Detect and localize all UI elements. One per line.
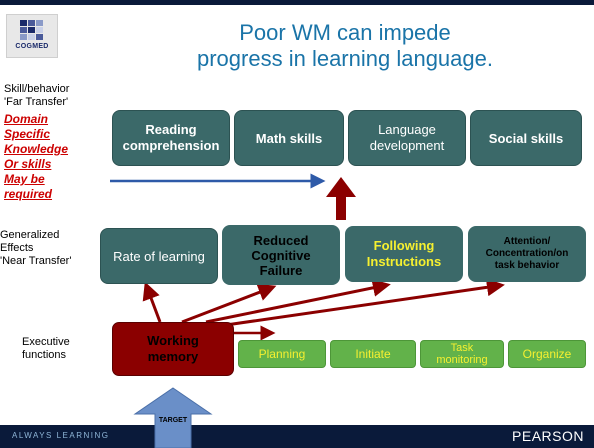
top-band xyxy=(0,0,594,5)
reduced-line-1: Reduced xyxy=(253,232,309,248)
arrow-wm-to-following xyxy=(205,278,391,324)
domain-specific-note: Domain Specific Knowledge Or skills May … xyxy=(4,112,104,202)
near-label-line-1: Generalized xyxy=(0,229,60,241)
cogmed-logo-icon xyxy=(20,20,43,40)
following-instructions-box: Following Instructions xyxy=(345,226,463,282)
slide-title: Poor WM can impede progress in learning … xyxy=(110,20,580,72)
wm-line-2: memory xyxy=(147,349,199,364)
note-line-5: May be xyxy=(4,172,45,186)
social-skills-box: Social skills xyxy=(470,110,582,166)
footer-tagline: ALWAYS LEARNING xyxy=(12,431,110,440)
exec-label-line-1: Executive xyxy=(22,336,70,348)
following-line-1: Following xyxy=(373,238,435,253)
attention-concentration-box: Attention/ Concentration/on task behavio… xyxy=(468,226,586,282)
language-line-1: Language xyxy=(378,122,436,137)
note-line-4: Or skills xyxy=(4,157,52,171)
pearson-logo-text: PEARSON xyxy=(512,428,584,444)
exec-label-line-2: functions xyxy=(22,349,67,361)
note-line-1: Domain xyxy=(4,112,49,126)
language-development-box: Language development xyxy=(348,110,466,166)
executive-functions-label: Executive functions xyxy=(22,336,102,362)
title-line-1: Poor WM can impede xyxy=(239,20,451,45)
cogmed-logo: COGMED xyxy=(6,14,58,58)
planning-box: Planning xyxy=(238,340,326,368)
target-label: TARGET xyxy=(158,417,188,424)
footer-band: ALWAYS LEARNING PEARSON xyxy=(0,425,594,448)
language-line-2: development xyxy=(369,138,445,153)
initiate-box: Initiate xyxy=(330,340,416,368)
task-line-1: Task xyxy=(450,342,474,354)
reading-line-2: comprehension xyxy=(122,138,220,153)
reading-line-1: Reading xyxy=(145,122,197,137)
math-skills-box: Math skills xyxy=(234,110,344,166)
note-line-3: Knowledge xyxy=(4,142,69,156)
reading-comprehension-box: Reading comprehension xyxy=(112,110,230,166)
far-label-line-1: Skill/behavior xyxy=(4,83,70,95)
task-line-2: monitoring xyxy=(436,354,488,366)
wm-line-1: Working xyxy=(147,333,199,348)
note-line-6: required xyxy=(4,187,53,201)
organize-box: Organize xyxy=(508,340,586,368)
near-transfer-label: Generalized Effects 'Near Transfer' xyxy=(0,229,100,268)
reduced-line-3: Failure xyxy=(259,262,303,278)
note-line-2: Specific xyxy=(4,127,51,141)
near-label-line-2: Effects xyxy=(0,242,34,254)
far-label-line-2: 'Far Transfer' xyxy=(4,96,69,108)
following-line-2: Instructions xyxy=(366,254,442,269)
rate-of-learning-box: Rate of learning xyxy=(100,228,218,284)
arrow-wm-to-rate xyxy=(142,281,162,323)
task-monitoring-box: Task monitoring xyxy=(420,340,504,368)
title-line-2: progress in learning language. xyxy=(197,46,493,71)
attention-line-1: Attention/ xyxy=(503,236,551,247)
logo-text: COGMED xyxy=(15,43,49,50)
reduced-cognitive-failure-box: Reduced Cognitive Failure xyxy=(222,225,340,285)
target-arrow: TARGET xyxy=(133,387,213,448)
far-transfer-label: Skill/behavior 'Far Transfer' xyxy=(4,83,104,109)
reduced-line-2: Cognitive xyxy=(251,247,311,263)
arrow-wm-to-attention xyxy=(225,278,505,327)
upward-block-arrow xyxy=(326,177,356,220)
arrow-wm-to-reduced xyxy=(181,283,277,324)
attention-line-2: Concentration/on xyxy=(485,248,569,259)
near-label-line-3: 'Near Transfer' xyxy=(0,255,72,267)
working-memory-box: Working memory xyxy=(112,322,234,376)
target-arrow-icon xyxy=(133,387,213,448)
attention-line-3: task behavior xyxy=(494,260,560,271)
